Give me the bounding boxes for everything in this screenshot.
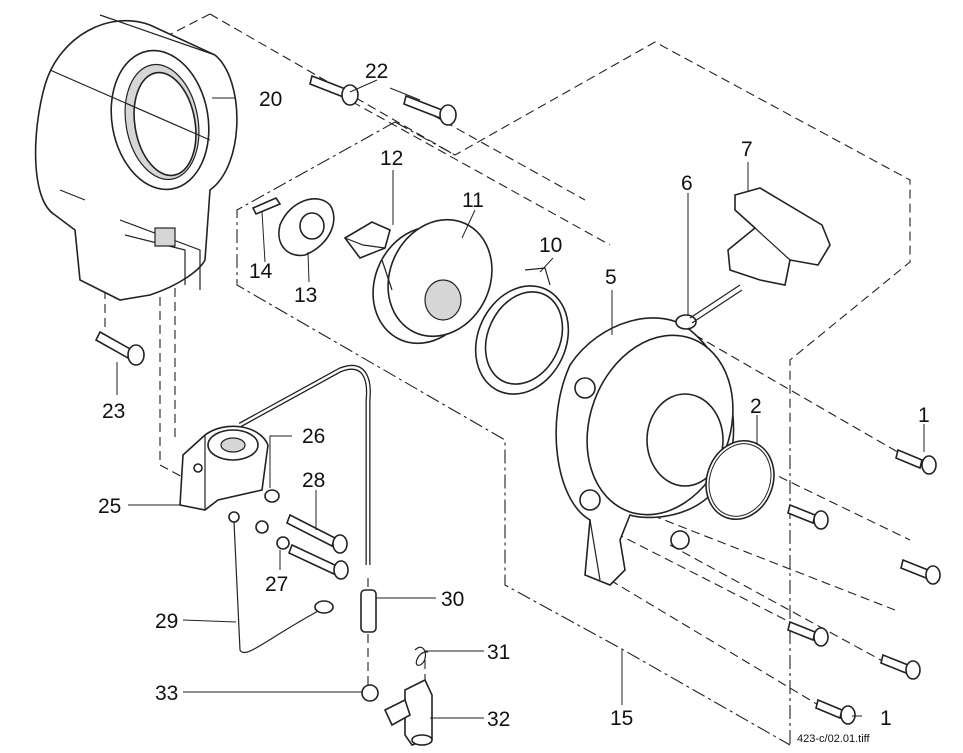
- fan-housing-part-20: [34, 14, 238, 301]
- callout-30: 30: [441, 588, 464, 611]
- starter-handle-part-7: [727, 187, 831, 286]
- assembly-boundary-lines: [119, 13, 911, 746]
- pawl-carrier-part-13: [278, 198, 335, 257]
- callout-14: 14: [249, 260, 273, 283]
- screw-set-part-1: [787, 448, 941, 725]
- o-ring-part-2: [705, 439, 775, 521]
- callout-23: 23: [102, 400, 125, 423]
- callout-2: 2: [750, 395, 762, 418]
- callout-20: 20: [259, 88, 282, 111]
- callout-6: 6: [681, 172, 693, 195]
- callout-26: 26: [302, 425, 325, 448]
- ht-lead-part-30: [238, 364, 377, 633]
- pawl-part-14: [251, 196, 282, 216]
- screw-part-23: [94, 330, 145, 366]
- file-caption: 423-c/02.01.tiff: [797, 733, 871, 745]
- starter-housing-part-5: [555, 317, 735, 586]
- screw-part-22: [309, 74, 457, 126]
- callout-13: 13: [294, 284, 317, 307]
- callout-5: 5: [605, 266, 617, 289]
- callout-27: 27: [265, 573, 288, 596]
- callout-labels: 1 1 2 5 6 7 10 11 12 13 14 15 20 22 23 2…: [98, 60, 930, 731]
- rope-pulley-part-11: [372, 218, 493, 345]
- callout-15: 15: [610, 707, 633, 730]
- callout-10: 10: [539, 234, 562, 257]
- callout-12: 12: [380, 147, 403, 170]
- callout-31: 31: [487, 641, 510, 664]
- spark-plug-cap-part-32: [383, 678, 433, 746]
- callout-25: 25: [98, 495, 121, 518]
- callout-33: 33: [155, 682, 178, 705]
- alignment-guides: [104, 94, 916, 713]
- callout-7: 7: [741, 138, 753, 161]
- washer-part-33: [361, 684, 379, 702]
- callout-32: 32: [487, 708, 510, 731]
- ignition-module-part-25: [179, 425, 269, 511]
- recoil-spring-part-10: [474, 267, 570, 395]
- leader-lines: [116, 79, 925, 719]
- callout-22: 22: [365, 60, 388, 83]
- washer-part-26: [264, 489, 280, 503]
- screw-part-28: [286, 513, 349, 580]
- callout-11: 11: [462, 189, 484, 212]
- callout-1-bottom: 1: [880, 707, 892, 730]
- washer-part-27: [255, 520, 290, 550]
- brake-spring-part-12: [343, 221, 391, 259]
- rope-guide-part-6: [675, 284, 743, 330]
- callout-29: 29: [155, 610, 178, 633]
- callout-1-top: 1: [918, 404, 930, 427]
- spring-part-31: [414, 646, 429, 666]
- ground-wire-part-29: [228, 511, 334, 654]
- callout-28: 28: [302, 469, 325, 492]
